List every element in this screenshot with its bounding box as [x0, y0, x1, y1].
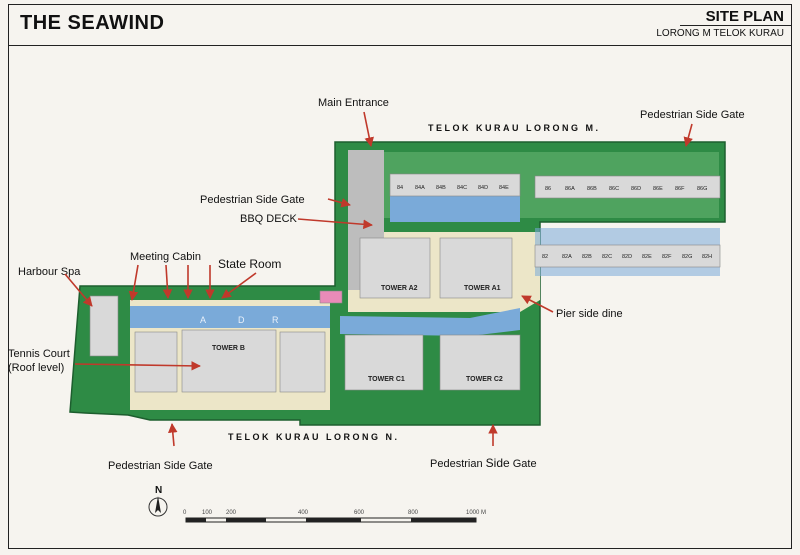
- tower-b-label: TOWER B: [212, 345, 245, 352]
- unit-82: 82: [542, 254, 548, 260]
- unit-86e: 86E: [653, 186, 663, 192]
- tower-c1-label: TOWER C1: [368, 376, 405, 383]
- scale-tick-800: 800: [408, 510, 419, 516]
- callout-bbq-deck: BBQ DECK: [240, 213, 298, 225]
- unit-84: 84: [397, 185, 403, 191]
- scale-tick-200: 200: [226, 510, 237, 516]
- unit-84b: 84B: [436, 185, 446, 191]
- tower-b-west-wing: [134, 331, 178, 393]
- pool-lettering-1: A: [200, 315, 220, 325]
- plan-subtitle: LORONG M TELOK KURAU: [656, 28, 784, 39]
- arrow-icon: [168, 423, 178, 447]
- tower-a2-block: [359, 237, 431, 299]
- unit-82a: 82A: [562, 254, 572, 260]
- road-north-label: TELOK KURAU LORONG M.: [428, 123, 601, 133]
- unit-86: 86: [545, 186, 551, 192]
- tower-c2-label: TOWER C2: [466, 376, 503, 383]
- compass-icon: N: [148, 485, 168, 517]
- arrow-icon: [74, 361, 201, 371]
- arrow-icon: [521, 295, 554, 313]
- tower-a1-label: TOWER A1: [464, 285, 501, 292]
- arrow-icon: [128, 264, 139, 301]
- scale-tick-1000: 1000 M: [466, 510, 486, 516]
- ped-gate-se-part1: Pedestrian: [430, 458, 486, 470]
- arrow-icon: [683, 123, 693, 147]
- unit-86b: 86B: [587, 186, 597, 192]
- tower-b-east-wing: [279, 331, 326, 393]
- callout-ped-gate-ne: Pedestrian Side Gate: [640, 109, 745, 121]
- callout-pier-side-dine: Pier side dine: [556, 308, 623, 320]
- callout-ped-gate-se: Pedestrian Side Gate: [430, 456, 537, 470]
- unit-82g: 82G: [682, 254, 692, 260]
- unit-82e: 82E: [642, 254, 652, 260]
- header-divider: [680, 25, 792, 26]
- unit-84e: 84E: [499, 185, 509, 191]
- pool-tower-b: [130, 306, 330, 328]
- unit-86d: 86D: [631, 186, 641, 192]
- callout-arrows: [64, 111, 693, 447]
- unit-86a: 86A: [565, 186, 575, 192]
- unit-82f: 82F: [662, 254, 672, 260]
- tower-b-block: [181, 329, 277, 393]
- callout-main-entrance: Main Entrance: [318, 97, 389, 109]
- road-south-label: TELOK KURAU LORONG N.: [228, 432, 400, 442]
- plan-title: SITE PLAN: [705, 8, 784, 25]
- tower-a1-block: [439, 237, 513, 299]
- scale-bar-icon: 0 100 200 400 600 800 1000 M: [183, 510, 486, 523]
- site-plan-frame: [8, 4, 792, 549]
- unit-84d: 84D: [478, 185, 488, 191]
- callout-tennis-court: Tennis Court: [8, 348, 70, 360]
- buildings: [89, 173, 721, 393]
- callout-ped-gate-sw: Pedestrian Side Gate: [108, 460, 213, 472]
- unit-82h: 82H: [702, 254, 712, 260]
- unit-82d: 82D: [622, 254, 632, 260]
- ped-gate-se-part3: Gate: [510, 458, 537, 470]
- unit-82b: 82B: [582, 254, 592, 260]
- north-arrow-icon: [155, 496, 161, 513]
- header-bar: THE SEAWIND SITE PLAN LORONG M TELOK KUR…: [8, 4, 792, 46]
- callout-tennis-roof: (Roof level): [8, 362, 64, 374]
- units-row-82: 82 82A 82B 82C 82D 82E 82F 82G 82H: [542, 254, 712, 260]
- callout-state-room: State Room: [218, 257, 281, 271]
- callouts: Main Entrance Pedestrian Side Gate Pedes…: [8, 97, 745, 472]
- arrow-icon: [297, 218, 373, 230]
- unit-84a: 84A: [415, 185, 425, 191]
- unit-86f: 86F: [675, 186, 685, 192]
- arrow-icon: [64, 273, 93, 307]
- scale-tick-400: 400: [298, 510, 309, 516]
- link-bridge: [319, 290, 343, 304]
- arrow-icon: [327, 198, 351, 208]
- project-title: THE SEAWIND: [20, 12, 165, 34]
- scale-tick-0: 0: [183, 510, 187, 516]
- callout-harbour-spa: Harbour Spa: [18, 266, 81, 278]
- unit-86c: 86C: [609, 186, 619, 192]
- tower-c2-block: [439, 334, 521, 391]
- compass-north-label: N: [155, 485, 162, 496]
- north-pond: [390, 194, 520, 222]
- unit-82c: 82C: [602, 254, 612, 260]
- harbour-spa-building: [89, 295, 119, 357]
- unit-84c: 84C: [457, 185, 467, 191]
- terrace-block-84: [389, 173, 521, 197]
- callout-meeting-cabin: Meeting Cabin: [130, 251, 201, 263]
- unit-86g: 86G: [697, 186, 707, 192]
- scale-tick-600: 600: [354, 510, 365, 516]
- terrace-block-82: [534, 244, 721, 268]
- ped-gate-se-part2: Side: [486, 456, 510, 470]
- pool-lettering-2: D: [238, 315, 245, 325]
- tower-a2-label: TOWER A2: [381, 285, 418, 292]
- callout-ped-gate-mid: Pedestrian Side Gate: [200, 194, 305, 206]
- pool-tower-a: [340, 308, 520, 336]
- pool-lettering-3: R: [272, 315, 279, 325]
- tower-c1-block: [344, 334, 424, 391]
- scale-tick-100: 100: [202, 510, 213, 516]
- arrow-icon: [162, 264, 173, 299]
- terrace-block-86: [534, 175, 721, 199]
- units-row-84-86: 84 84A 84B 84C 84D 84E 86 86A 86B 86C 86…: [397, 185, 707, 192]
- arrow-icon: [363, 111, 374, 147]
- arrow-icon: [221, 272, 257, 299]
